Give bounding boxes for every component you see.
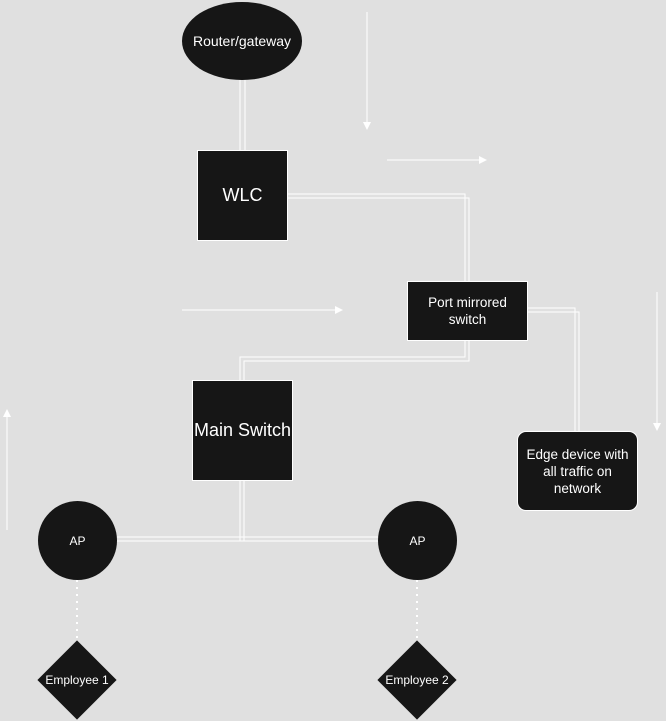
router-gateway-label: Router/gateway bbox=[192, 33, 292, 49]
port-mirrored-switch-label: Port mirrored switch bbox=[428, 295, 507, 327]
main-switch-node: Main Switch bbox=[192, 380, 293, 481]
employee-2-node: Employee 2 bbox=[377, 640, 457, 720]
port-mirrored-switch-node: Port mirrored switch bbox=[407, 281, 528, 341]
wlc-label: WLC bbox=[222, 185, 263, 205]
ap-left-node: AP bbox=[38, 501, 117, 580]
ap-left-label: AP bbox=[69, 533, 86, 548]
link-router-wlc bbox=[239, 80, 246, 150]
ap-right-node: AP bbox=[378, 501, 457, 580]
employee-1-label: Employee 1 bbox=[45, 673, 109, 687]
main-switch-label: Main Switch bbox=[193, 420, 292, 440]
link-main-switch-aps bbox=[116, 480, 380, 542]
edge-device-node: Edge device with all traffic on network bbox=[517, 431, 638, 511]
wlc-node: WLC bbox=[197, 150, 288, 241]
ap-right-label: AP bbox=[409, 533, 426, 548]
employee-2-label: Employee 2 bbox=[385, 673, 449, 687]
edge-device-label: Edge device with all traffic on network bbox=[526, 446, 629, 496]
link-port-mirrored-switch-main-switch bbox=[239, 340, 470, 381]
employee-1-node: Employee 1 bbox=[37, 640, 117, 720]
router-gateway-node: Router/gateway bbox=[182, 2, 302, 80]
link-port-mirrored-switch-edge-device bbox=[527, 307, 580, 431]
link-wlc-port-mirrored-switch bbox=[288, 193, 470, 281]
